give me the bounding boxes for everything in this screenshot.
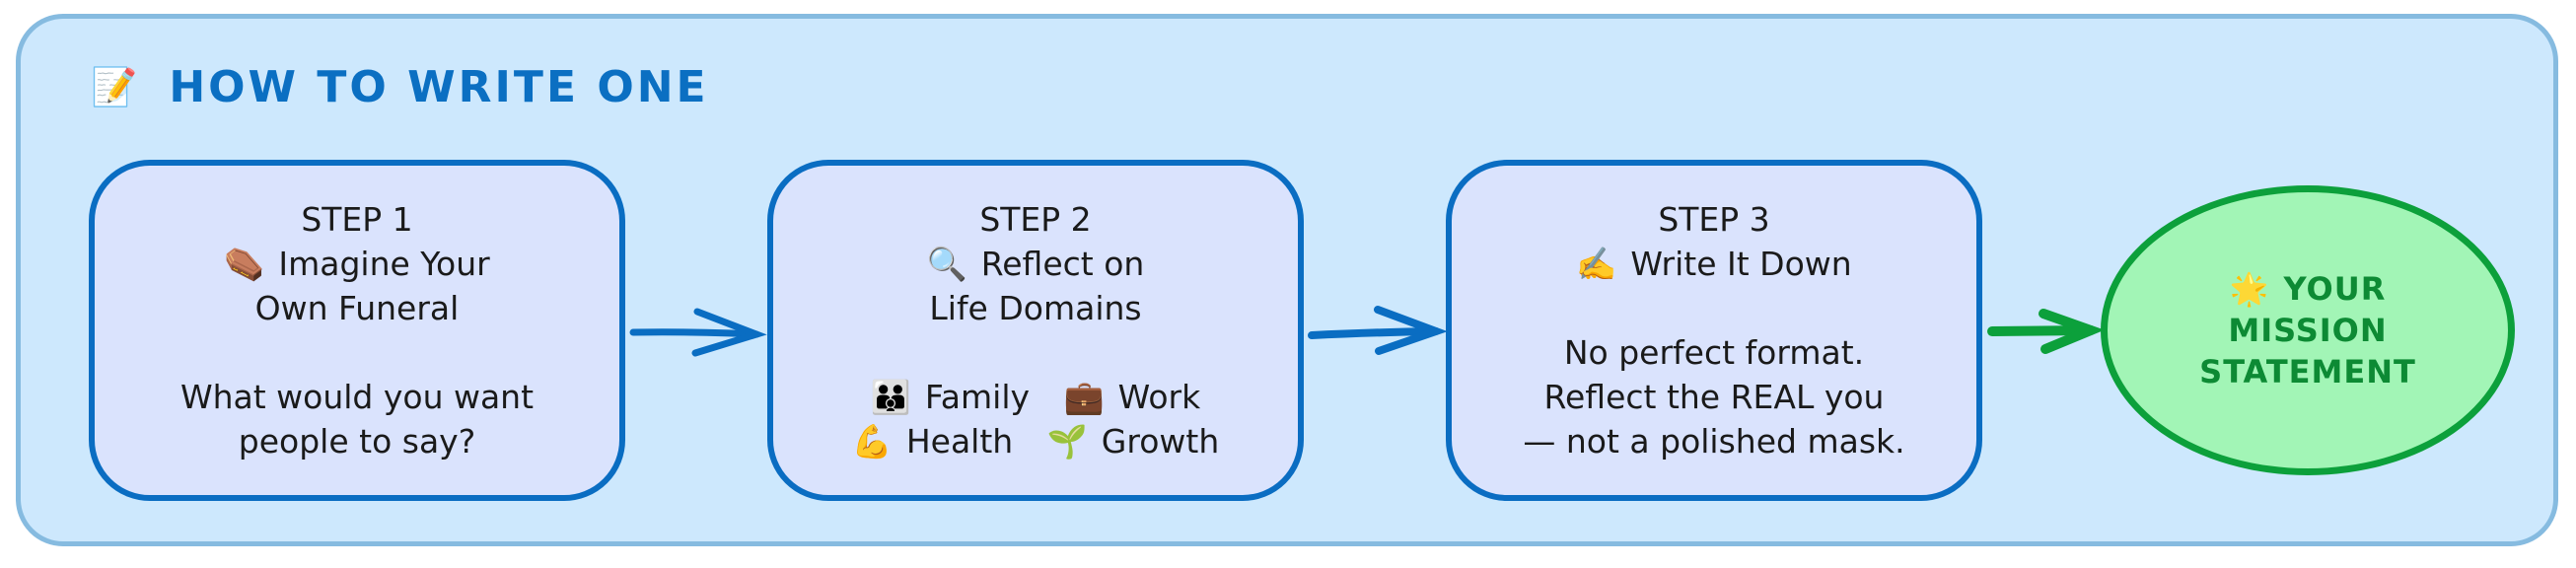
domain-label: Growth bbox=[1101, 422, 1220, 461]
domain-health: 💪 Health bbox=[852, 419, 1013, 463]
step-heading-line2: Own Funeral bbox=[254, 289, 460, 327]
seedling-icon: 🌱 bbox=[1046, 422, 1088, 461]
result-line-3: STATEMENT bbox=[2199, 353, 2416, 390]
domain-row: 👪 Family 💼 Work bbox=[859, 375, 1212, 419]
step-body-line: — not a polished mask. bbox=[1523, 422, 1905, 461]
step-1-card: STEP 1 ⚰️ Imagine Your Own Funeral What w… bbox=[89, 160, 625, 501]
step-heading-line1: Reflect on bbox=[980, 245, 1145, 283]
briefcase-icon: 💼 bbox=[1063, 378, 1105, 416]
result-line: 🌟 YOUR bbox=[2230, 268, 2387, 310]
step-heading: ✍️ Write It Down bbox=[1576, 242, 1851, 286]
glowing-star-icon: 🌟 bbox=[2229, 270, 2270, 308]
step-heading: ⚰️ Imagine Your bbox=[224, 242, 489, 286]
step-body-line: No perfect format. bbox=[1563, 333, 1865, 372]
domain-family: 👪 Family bbox=[871, 375, 1030, 419]
section-header: 📝 HOW TO WRITE ONE bbox=[91, 57, 709, 116]
step-heading-line1: Write It Down bbox=[1630, 245, 1852, 283]
step-heading-line2: Life Domains bbox=[929, 289, 1142, 327]
writing-hand-icon: ✍️ bbox=[1576, 245, 1617, 283]
flexed-biceps-icon: 💪 bbox=[851, 422, 893, 461]
step-heading-line1: Imagine Your bbox=[278, 245, 490, 283]
step-heading: 🔍 Reflect on bbox=[927, 242, 1145, 286]
domain-work: 💼 Work bbox=[1064, 375, 1201, 419]
step-label: STEP 3 bbox=[1658, 200, 1770, 239]
domain-label: Family bbox=[924, 378, 1031, 416]
result-line-1: YOUR bbox=[2283, 270, 2387, 308]
step-3-card: STEP 3 ✍️ Write It Down No perfect format… bbox=[1446, 160, 1982, 501]
family-icon: 👪 bbox=[870, 378, 911, 416]
magnifying-glass-icon: 🔍 bbox=[926, 245, 967, 283]
step-label: STEP 1 bbox=[301, 200, 413, 239]
section-title: HOW TO WRITE ONE bbox=[169, 61, 709, 112]
step-2-card: STEP 2 🔍 Reflect on Life Domains 👪 Family … bbox=[767, 160, 1304, 501]
domain-row: 💪 Health 🌱 Growth bbox=[840, 419, 1232, 463]
step-body-line: Reflect the REAL you bbox=[1543, 378, 1885, 416]
mission-statement-node: 🌟 YOUR MISSION STATEMENT bbox=[2101, 185, 2515, 475]
step-body-line: people to say? bbox=[238, 422, 476, 461]
domain-label: Work bbox=[1117, 378, 1201, 416]
step-body-line: What would you want bbox=[179, 378, 535, 416]
domain-growth: 🌱 Growth bbox=[1047, 419, 1220, 463]
coffin-icon: ⚰️ bbox=[224, 245, 265, 283]
memo-icon: 📝 bbox=[91, 65, 138, 108]
result-line-2: MISSION bbox=[2228, 312, 2388, 349]
step-label: STEP 2 bbox=[979, 200, 1092, 239]
domain-label: Health bbox=[905, 422, 1014, 461]
